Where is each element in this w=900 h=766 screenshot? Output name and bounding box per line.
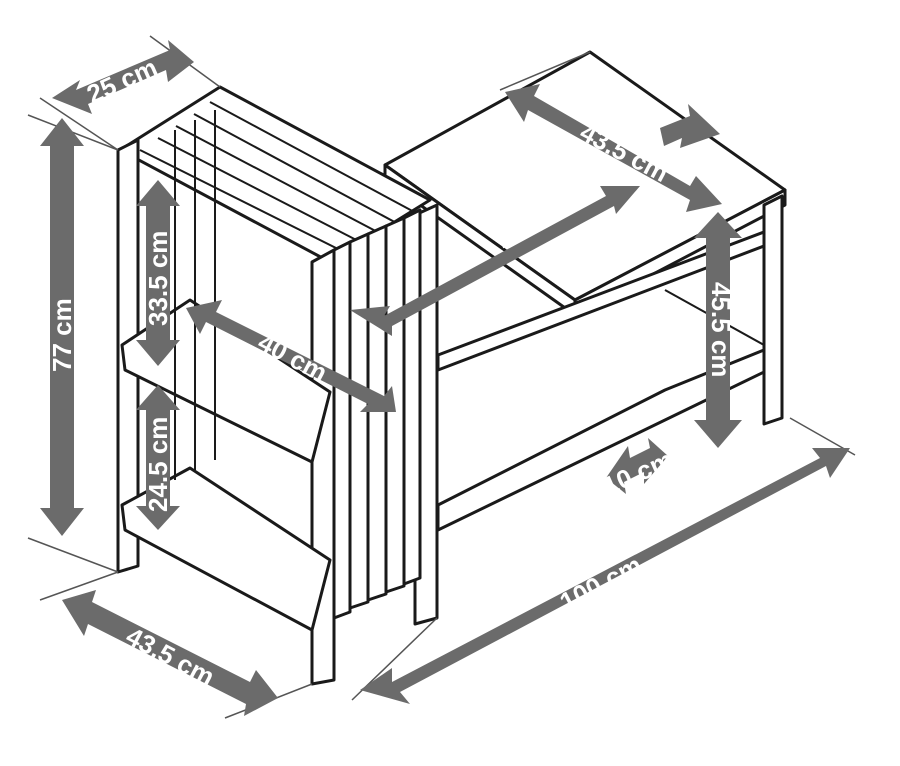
arrow-seat-height [694, 212, 742, 448]
arrow-bottom-clearance [606, 438, 668, 494]
arrow-seat-depth [505, 84, 722, 212]
arrow-upper-gap [136, 180, 180, 366]
arrow-seat-back-hint [660, 104, 720, 148]
arrow-base-depth [62, 590, 278, 716]
label-shelf-depth: 25 cm [82, 52, 162, 109]
cabinet-side-slats [332, 208, 422, 620]
label-lower-gap: 24.5 cm [143, 417, 173, 512]
label-seat-height: 45.5 cm [706, 282, 736, 377]
label-bottom-clearance: 10 cm [598, 444, 678, 501]
label-base-depth: 43.5 cm [121, 621, 219, 692]
arrow-total-height [40, 118, 84, 536]
label-total-height: 77 cm [47, 298, 77, 372]
arrow-total-width [360, 448, 850, 704]
bench-leg-back-right [762, 194, 784, 426]
shelf-cabinet [116, 85, 432, 686]
arrow-lower-gap [136, 385, 180, 530]
label-upper-gap: 33.5 cm [143, 231, 173, 326]
arrow-shelf-depth [52, 40, 194, 114]
arrow-seat-length [350, 186, 640, 336]
cabinet-top-slats [139, 101, 419, 256]
label-total-width: 100 cm [555, 549, 647, 617]
arrow-shelf-width [186, 300, 396, 412]
dimension-arrows [40, 40, 850, 716]
